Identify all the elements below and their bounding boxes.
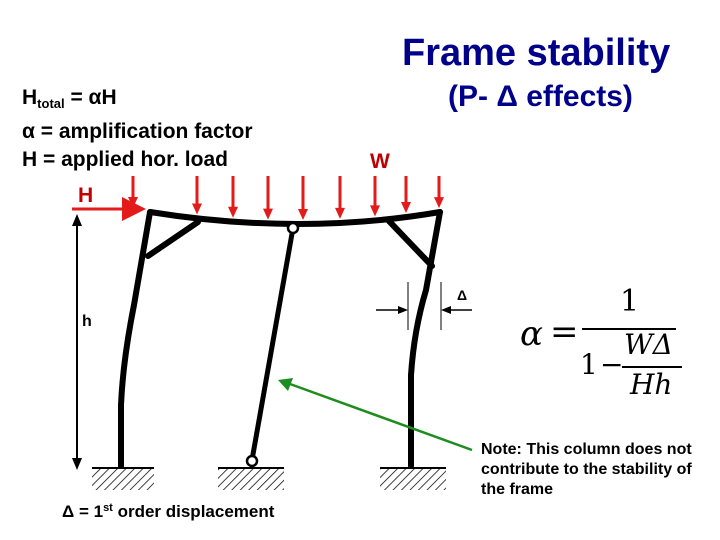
formula-minus: − [600,348,624,381]
delta-arrow-right [441,306,451,314]
support-left [92,468,154,490]
note-arrow [289,382,473,452]
column-right [408,209,443,469]
load-arrowhead-2 [192,203,202,215]
load-arrowhead-8 [401,201,411,213]
formula-inner-denominator: Hh [630,368,673,401]
hinge-bottom [245,454,259,468]
subtitle: (P- Δ effects) [448,80,633,113]
load-arrowhead-4 [263,208,273,220]
formula-inner-numerator: WΔ [624,328,673,361]
amplification-formula: α = 1 1 − WΔ Hh [516,284,688,408]
formula-alpha: α [520,314,543,354]
load-arrowhead-7 [370,205,380,217]
support-middle [218,468,284,490]
definition-line-1: Htotal = αH [22,86,117,111]
load-arrowhead-6 [335,207,345,219]
definition-line-2: α = amplification factor [22,120,253,143]
load-arrowhead-5 [298,208,308,220]
height-label-h: h [82,313,92,330]
displacement-label-delta: Δ [457,287,468,303]
vertical-loads [128,176,444,220]
support-right [380,468,446,490]
hinge-top [286,221,300,235]
load-arrowhead-3 [228,206,238,218]
formula-numerator: 1 [620,284,640,319]
definitions: Htotal = αH α = amplification factor H =… [22,84,253,174]
note-text: Note: This column does not contribute to… [481,441,692,498]
formula-main-fraction-bar [582,328,676,330]
column-left [118,209,153,469]
formula-one: 1 [580,348,598,381]
load-label-W: W [370,150,390,173]
delta-arrow-left [398,306,408,314]
load-arrowhead-9 [434,197,444,209]
caption: Δ = 1st order displacement [62,502,275,521]
definition-line-3: H = applied hor. load [22,148,228,171]
formula-inner-fraction-bar [622,366,682,368]
load-label-H: H [78,184,94,207]
knee-brace-right [385,217,435,269]
formula-equals: = [550,312,579,352]
title: Frame stability [402,32,671,74]
knee-brace-left [145,219,201,259]
load-arrowhead-1 [128,197,138,208]
leaning-column [249,227,296,461]
